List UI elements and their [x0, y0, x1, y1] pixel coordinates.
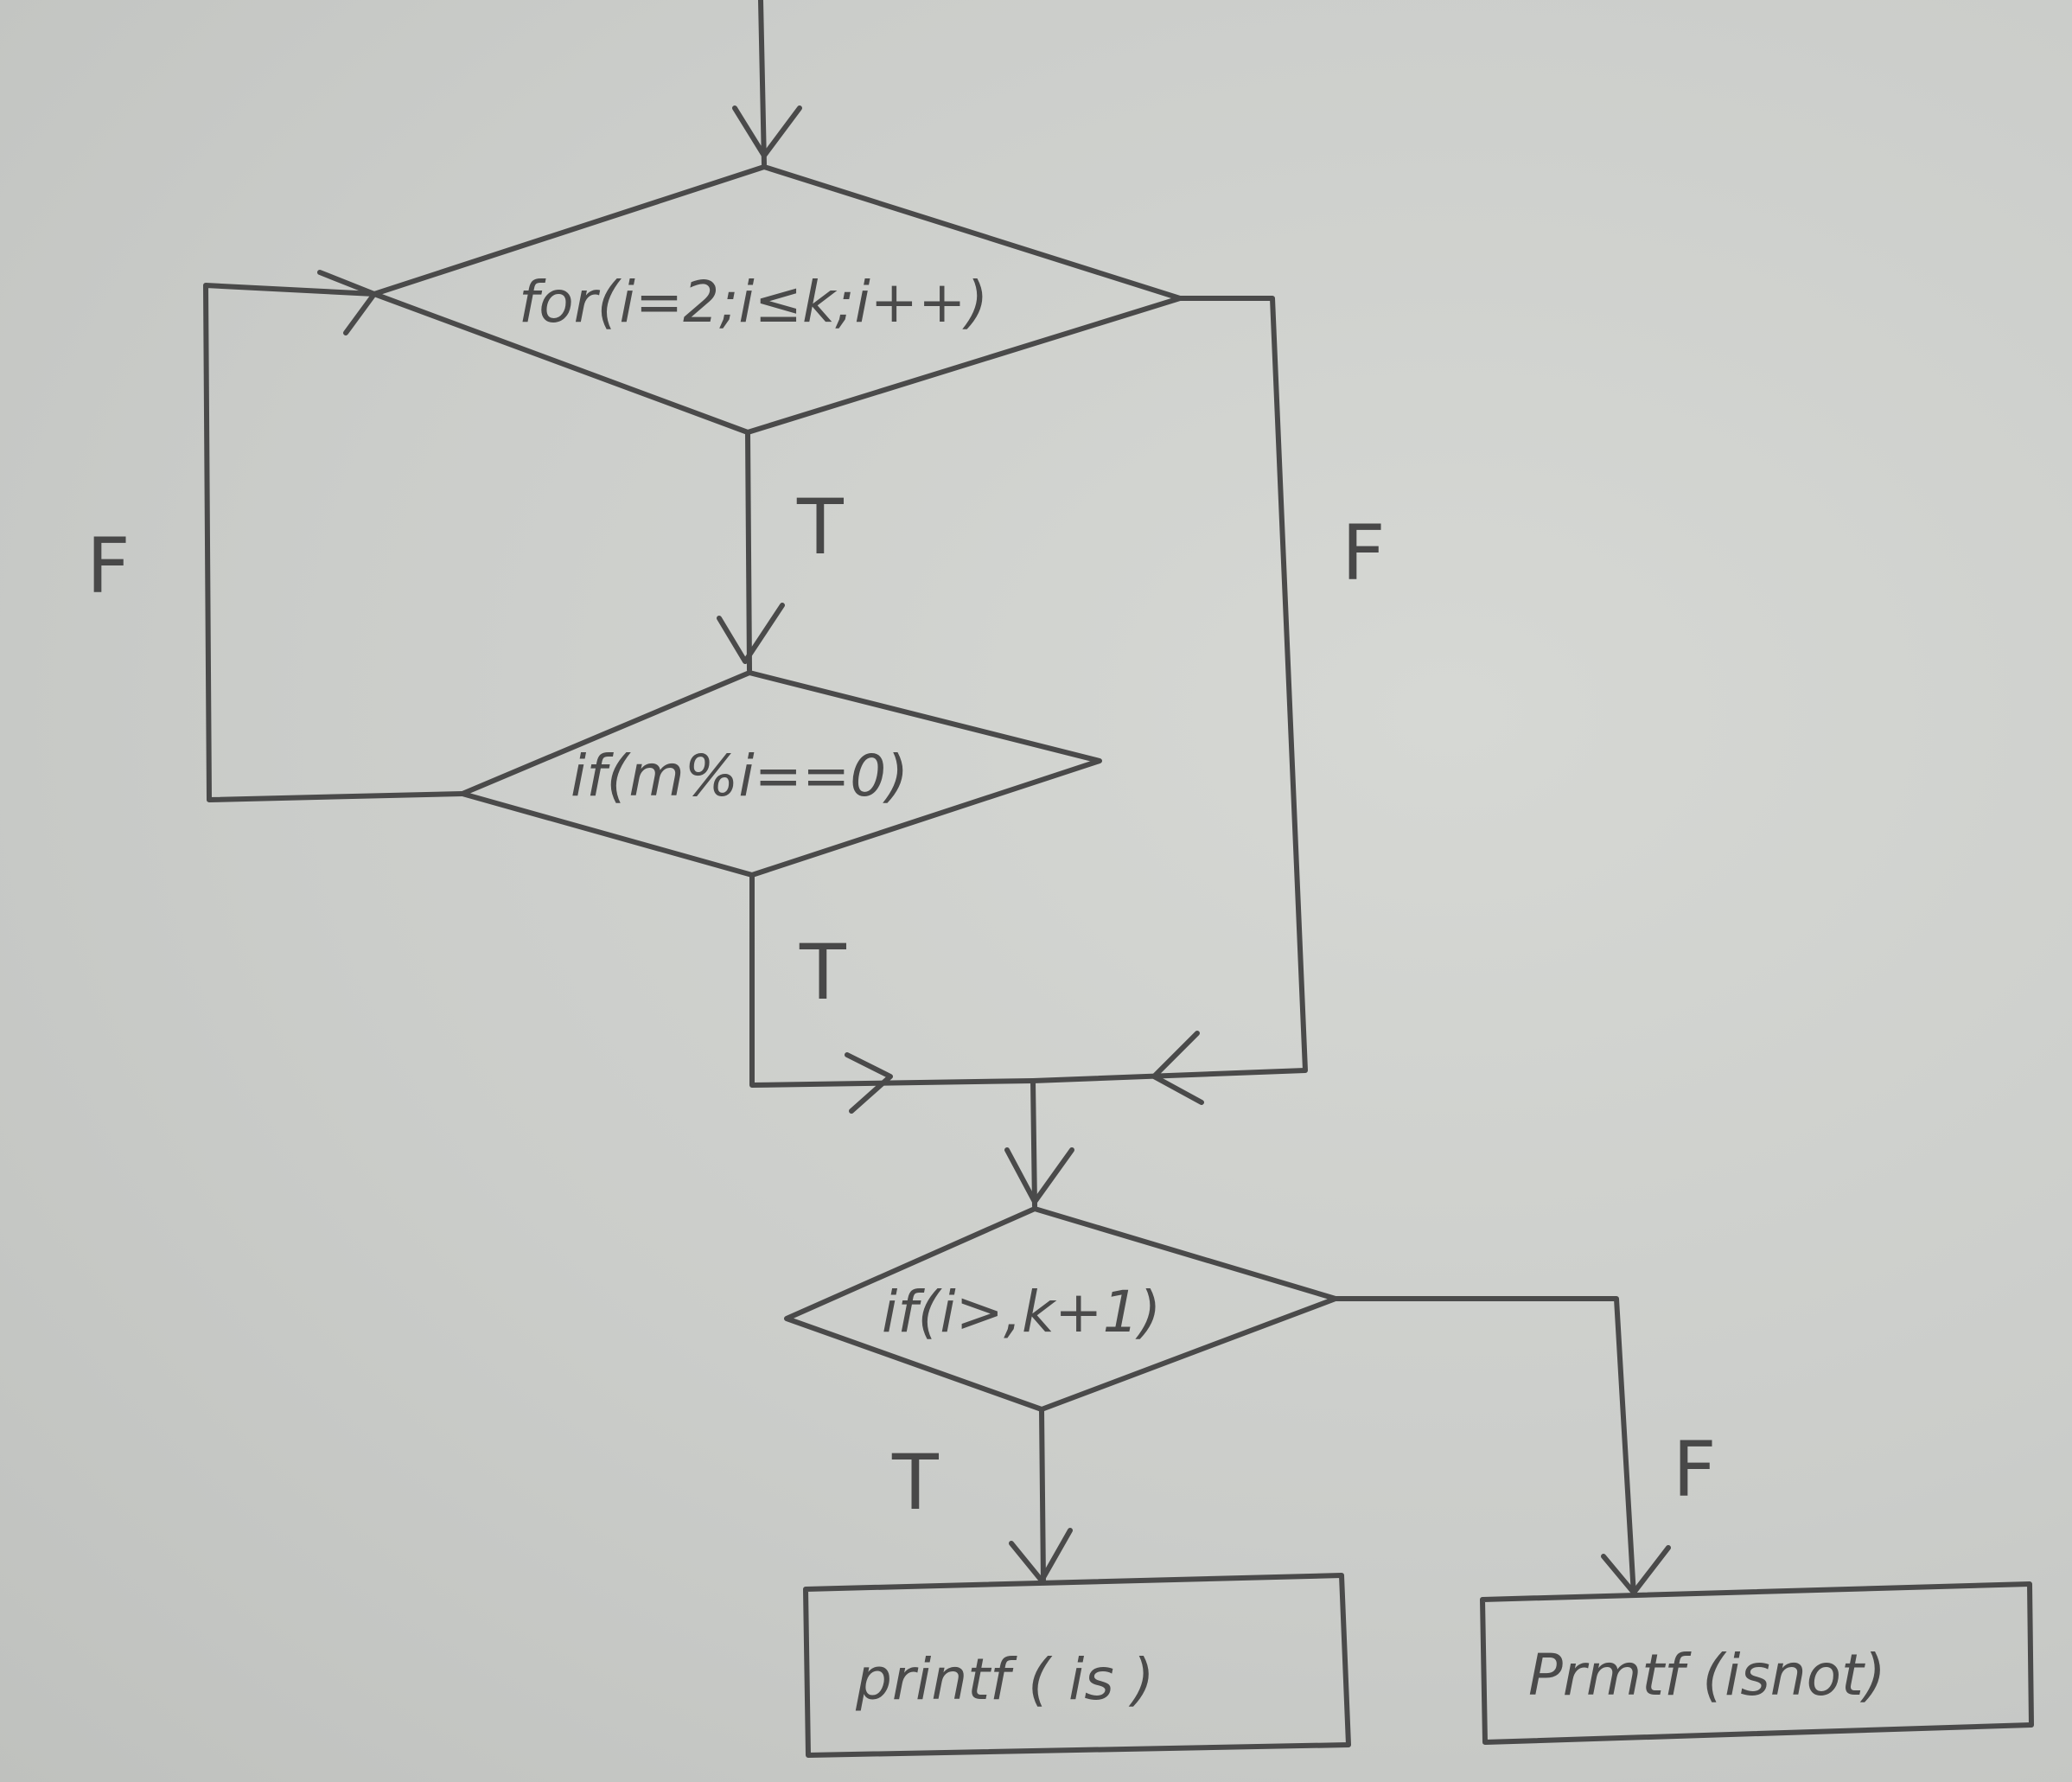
print-is-text: printf ( is ) [855, 1646, 1154, 1713]
mod-false-label: F [86, 521, 131, 610]
mod-check-decision: if(m%i==0) [460, 670, 1102, 878]
for-false-path: F [1030, 296, 1386, 1105]
mod-true-label: T [799, 928, 847, 1017]
mod-true-path: T [749, 872, 1036, 1114]
final-check-decision: if(i>,k+1) [784, 1206, 1338, 1412]
for-true-arrow: T [717, 430, 845, 673]
entry-arrow [732, 0, 802, 167]
final-false-arrow: F [1333, 1296, 1717, 1598]
for-loop-decision: for(i=2;i≤k;i++) [372, 164, 1183, 435]
for-false-label: F [1342, 508, 1386, 597]
for-true-label: T [796, 482, 845, 572]
mod-check-text: if(m%i==0) [571, 743, 908, 809]
print-isnot-box: Prmtf (isnot) [1480, 1581, 2034, 1745]
junction-arrow [1004, 1078, 1074, 1209]
print-isnot-text: Prmtf (isnot) [1528, 1642, 1886, 1709]
final-false-label: F [1673, 1425, 1717, 1514]
print-is-box: printf ( is ) [803, 1573, 1351, 1758]
mod-false-loopback: F [86, 270, 465, 802]
final-true-arrow: T [891, 1407, 1073, 1585]
final-check-text: if(i>,k+1) [882, 1279, 1161, 1345]
for-loop-text: for(i=2;i≤k;i++) [519, 269, 988, 335]
final-true-label: T [891, 1438, 940, 1527]
